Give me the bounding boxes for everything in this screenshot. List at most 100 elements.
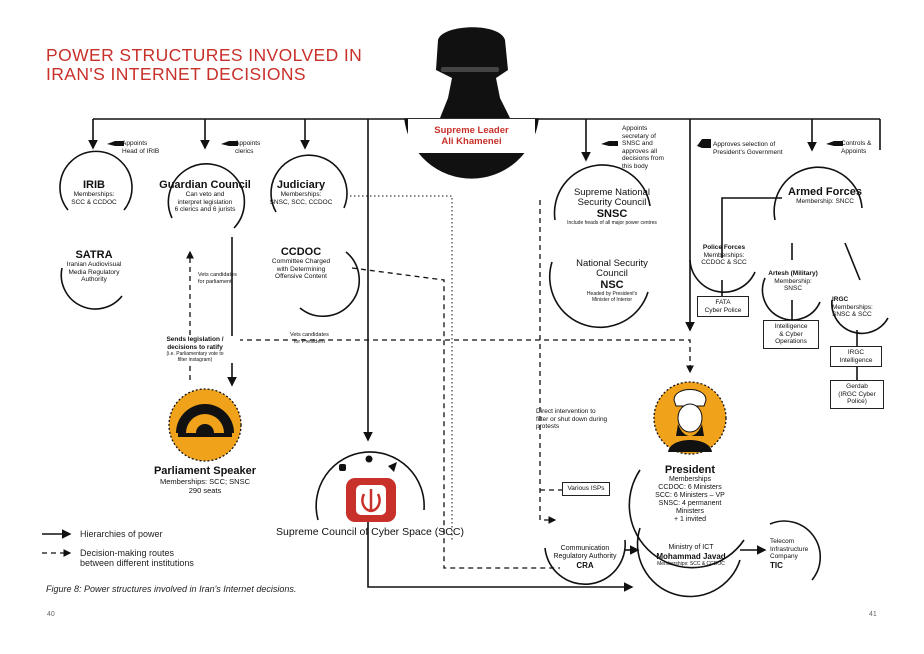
guardian-desc-1: Can veto and	[185, 191, 225, 198]
president-portrait	[653, 381, 727, 455]
fata-box: FATA Cyber Police	[697, 296, 749, 317]
ministry-ict-node: Ministry of ICT Mohammad Javad Membershi…	[645, 544, 737, 567]
leader-silhouette	[436, 27, 510, 118]
president-desc-1: Memberships	[668, 476, 711, 483]
direct-intervention-line-1: Direct intervention to	[536, 408, 596, 415]
appoints-snsc-line-3: SNSC and	[622, 140, 653, 147]
artesh-ring	[761, 277, 821, 321]
ccdoc-desc-1: Committee Charged	[271, 258, 331, 265]
irib-name: IRIB	[83, 179, 105, 191]
tic-ring	[769, 520, 822, 581]
snsc-ring	[553, 164, 651, 221]
police-desc-1: Memberships:	[703, 251, 745, 259]
vets-parliament-note: Vets candidates for parliament	[198, 272, 258, 286]
artesh-desc-2: SNSC	[783, 285, 803, 292]
scc-emblem	[346, 478, 396, 522]
ccdoc-desc-2: with Determining	[276, 265, 326, 273]
direct-intervention-note: Direct intervention to filter or shut do…	[536, 408, 607, 431]
artesh-name: Artesh (Military)	[768, 270, 818, 277]
appoints-snsc-note: Appoints secretary of SNSC and approves …	[622, 125, 664, 170]
irib-desc-2: SCC & CCDOC	[71, 198, 117, 206]
scc-node: Supreme Council of Cyber Space (SCC)	[270, 526, 470, 538]
appoints-clerics-line-1: Appoints	[235, 140, 261, 147]
artesh-node: Artesh (Military) Membership: SNSC	[764, 270, 822, 293]
snsc-pre-1: Supreme National	[573, 187, 651, 198]
hand-icons	[107, 139, 843, 148]
parliament-emblem	[168, 388, 242, 462]
cra-node: Communication Regulatory Authority CRA	[548, 545, 622, 570]
cra-ring	[544, 539, 626, 585]
legend-dashed-line-2: between different institutions	[80, 558, 194, 568]
intel-line-2: & Cyber	[779, 330, 803, 338]
nsc-node: National Security Council NSC Headed by …	[562, 259, 662, 304]
guardian-ring	[167, 163, 246, 229]
irgc-ring	[831, 299, 889, 335]
sends-legislation-note-line-2: filter instagram)	[177, 357, 213, 363]
direct-intervention-line-3: protests	[536, 423, 560, 430]
armed-ring	[773, 166, 863, 221]
controls-note: Controls & Appoints	[841, 140, 871, 155]
appoints-irib-line-1: Appoints	[122, 140, 148, 147]
police-ring	[689, 259, 756, 293]
irgc-intel-line-2: Intelligence	[839, 356, 873, 364]
sends-legislation-line-2: decisions to ratify	[167, 343, 223, 351]
sends-legislation-note-line-1: (i.e. Parliamentary vote to	[166, 351, 224, 357]
social-icons	[339, 455, 397, 472]
judiciary-node: Judiciary Memberships: SNSC, SCC, CCDOC	[265, 179, 337, 206]
gerdab-line-3: Police)	[847, 398, 867, 405]
irib-node: IRIB Memberships: SCC & CCDOC	[64, 179, 124, 206]
appoints-clerics-line-2: clerics	[235, 147, 254, 155]
satra-desc-2: Media Regulatory	[68, 268, 120, 276]
parliament-speaker-node: Parliament Speaker Memberships: SCC; SNS…	[150, 465, 260, 495]
satra-ring	[60, 267, 123, 310]
page-number-right: 41	[869, 611, 877, 618]
vets-president-line-2: for President	[293, 339, 326, 345]
ict-pre: Ministry of ICT	[668, 544, 714, 551]
armed-forces-node: Armed Forces Membership: SNCC	[780, 186, 870, 206]
various-isps-box: Various ISPs	[562, 482, 610, 496]
ccdoc-node: CCDOC Committee Charged with Determining…	[263, 246, 339, 281]
cra-pre-2: Regulatory Authority	[553, 553, 617, 560]
parliament-name: Parliament Speaker	[153, 465, 257, 477]
president-desc-5: Ministers	[675, 508, 704, 515]
president-node: President Memberships CCDOC: 6 Ministers…	[645, 464, 735, 524]
appoints-clerics-note: Appoints clerics	[235, 140, 260, 155]
president-desc-2: CCDOC: 6 Ministers	[658, 484, 722, 491]
vets-parliament-line-2: for parliament	[198, 279, 232, 285]
gerdab-line-1: Gerdab	[846, 383, 868, 390]
police-forces-node: Police Forces Memberships: CCDOC & SCC	[695, 244, 753, 267]
title-line-1: POWER STRUCTURES INVOLVED IN	[46, 45, 363, 65]
police-desc-2: CCDOC & SCC	[701, 259, 747, 266]
irgc-desc-1: Memberships:	[832, 303, 873, 311]
approves-president-line-1: Approves selection of	[713, 141, 776, 148]
vets-president-line-1: Vets candidates	[290, 332, 329, 338]
guardian-council-node: Guardian Council Can veto and interpret …	[150, 179, 260, 214]
parliament-desc-1: Memberships: SCC; SNSC	[159, 477, 251, 486]
direct-intervention-line-2: filter or shut down during	[536, 415, 608, 423]
irib-ring	[59, 150, 133, 211]
legend-dashed-line-1: Decision-making routes	[80, 548, 175, 558]
figure-caption: Figure 8: Power structures involved in I…	[46, 584, 297, 594]
nsc-desc-2: Minister of Interior	[591, 297, 632, 303]
judiciary-desc-2: SNSC, SCC, CCDOC	[269, 198, 333, 206]
irgc-name: IRGC	[832, 296, 849, 303]
ict-name: Mohammad Javad	[656, 552, 726, 561]
satra-desc-3: Authority	[81, 276, 107, 283]
scc-ring	[315, 451, 425, 521]
snsc-pre-2: Security Council	[577, 197, 647, 208]
appoints-snsc-line-4: approves all	[622, 147, 658, 155]
president-desc-6: + 1 invited	[673, 516, 707, 523]
appoints-snsc-line-6: this body	[622, 162, 649, 170]
president-name: President	[664, 464, 716, 476]
cra-pre-1: Communication	[560, 545, 610, 552]
nsc-pre-2: Council	[596, 268, 628, 279]
tic-pre-2: Infrastructure	[770, 545, 809, 553]
armed-desc-1: Membership: SNCC	[796, 198, 854, 205]
isps-line-1: Various ISPs	[567, 485, 605, 492]
page-number-left: 40	[47, 611, 55, 618]
ict-ring	[636, 527, 741, 598]
leader-label: Supreme Leader Ali Khamenei	[405, 125, 538, 147]
parliament-desc-2: 290 seats	[188, 486, 222, 495]
armed-name: Armed Forces	[788, 186, 862, 198]
guardian-desc-2: interpret legislation	[177, 198, 233, 206]
